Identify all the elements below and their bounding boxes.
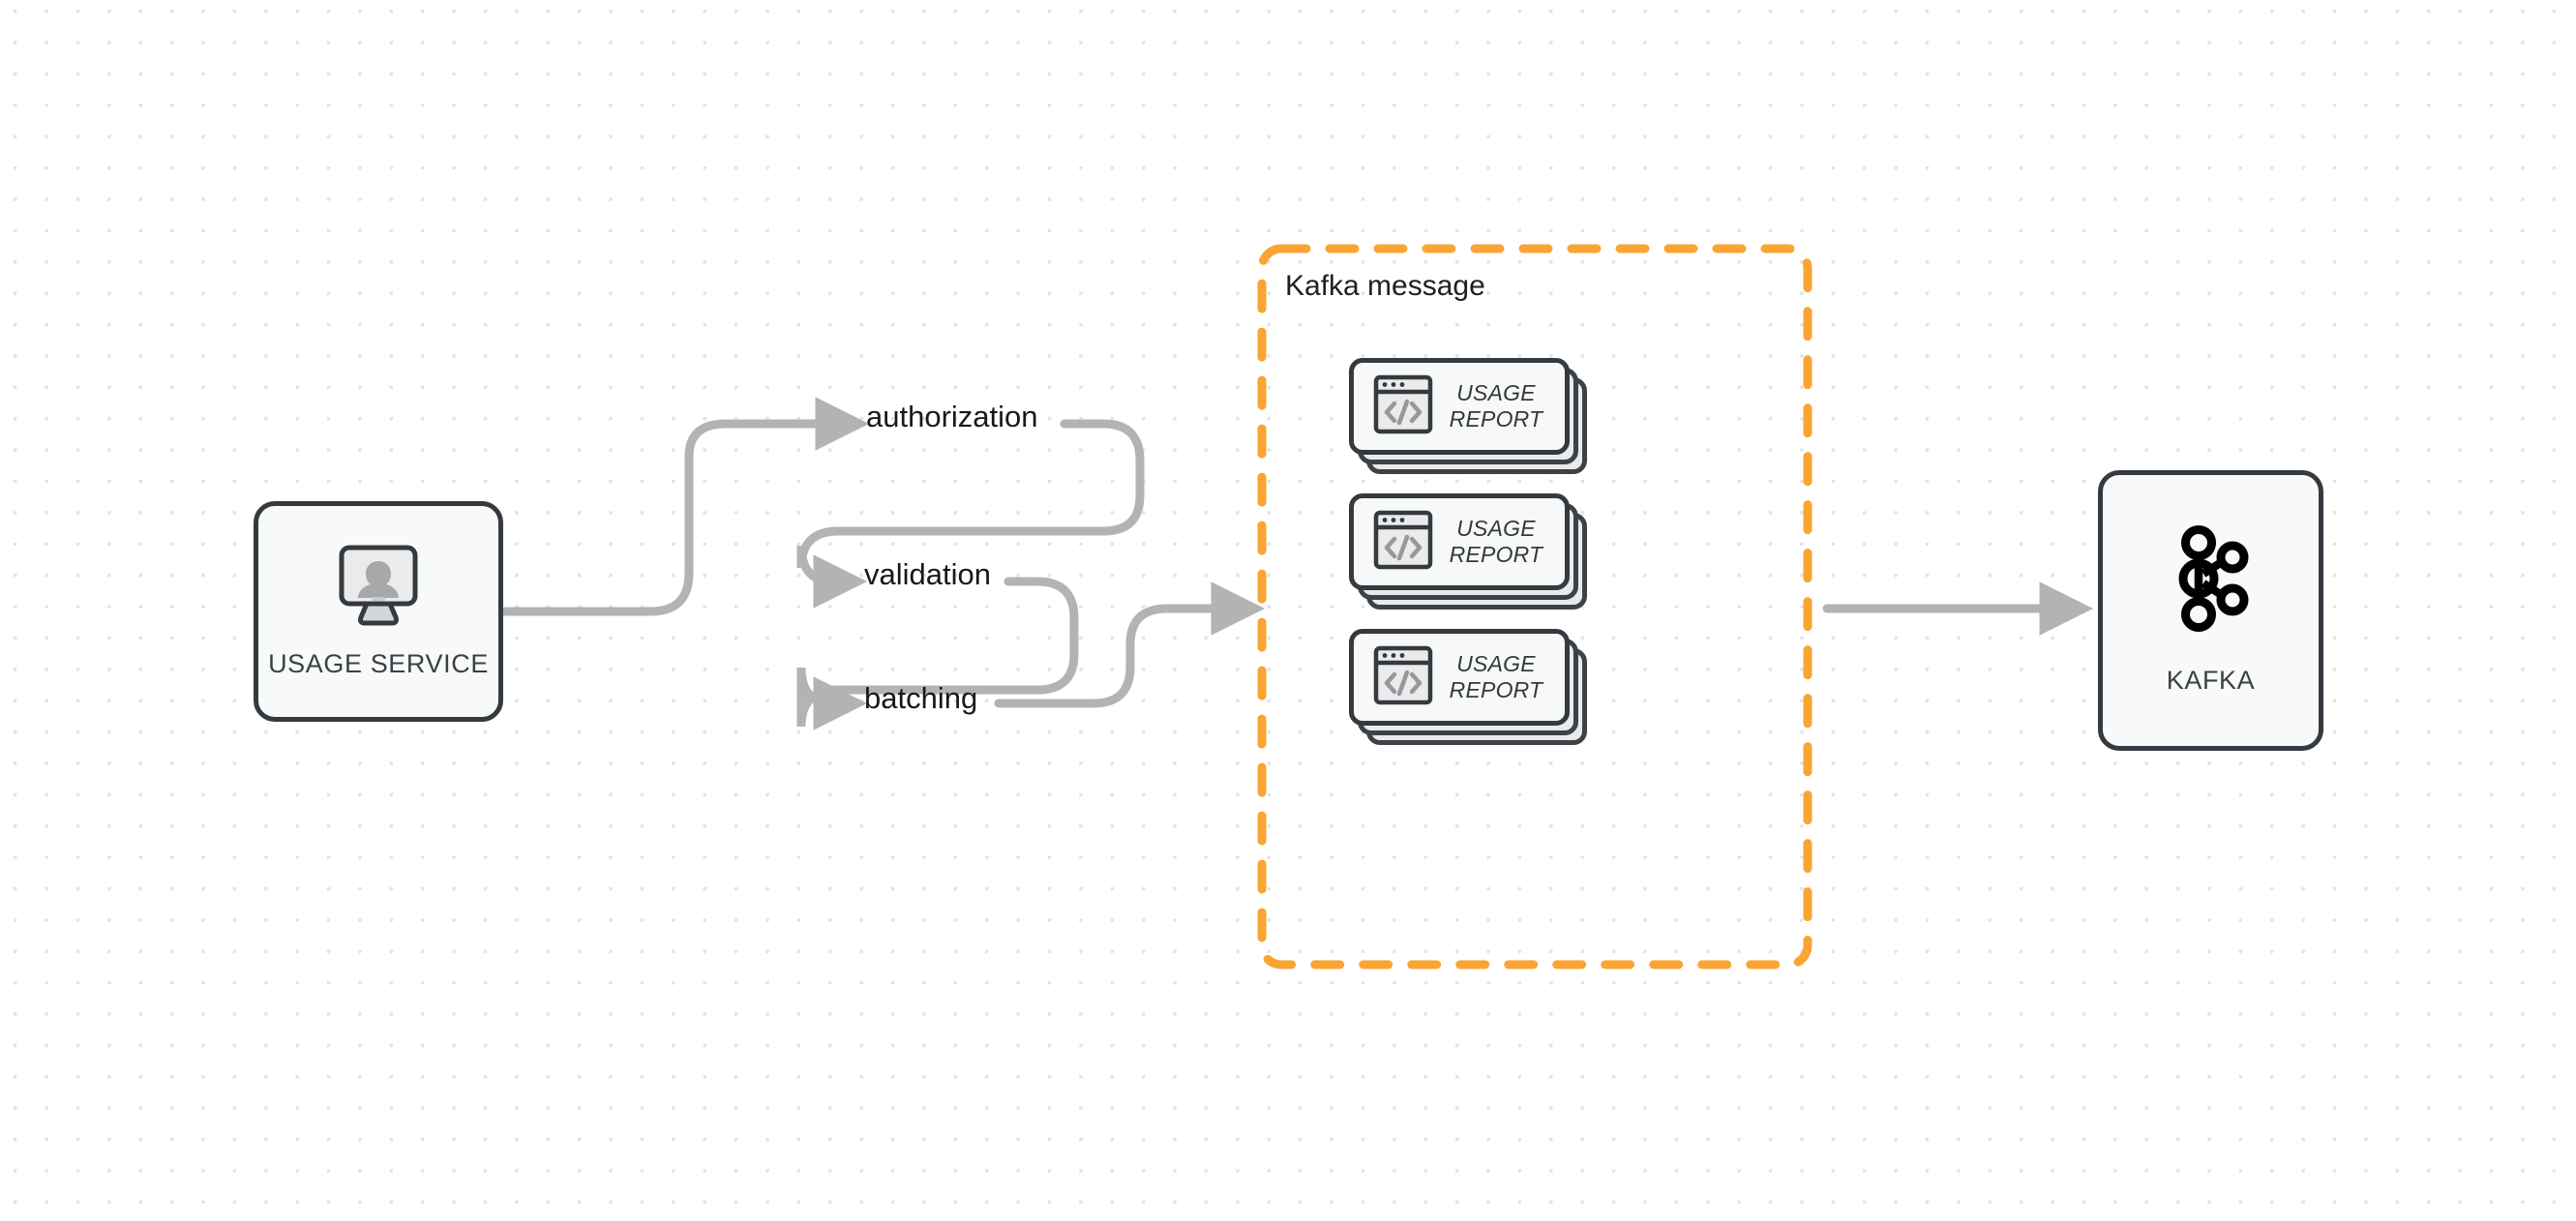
edge-usage-service-to-authorization	[500, 397, 870, 616]
usage-report-label: USAGE REPORT	[1449, 651, 1543, 702]
node-kafka-label: KAFKA	[2166, 666, 2256, 695]
usage-report-label: USAGE REPORT	[1449, 516, 1543, 567]
card-front[interactable]: USAGE REPORT	[1349, 358, 1570, 455]
edge-label-batching: batching	[864, 681, 978, 715]
card-front[interactable]: USAGE REPORT	[1349, 493, 1570, 590]
group-title: Kafka message	[1285, 270, 1485, 302]
edge-label-authorization: authorization	[866, 400, 1038, 433]
code-window-icon	[1373, 374, 1433, 439]
usage-report-card[interactable]: USAGE REPORT	[1349, 493, 1589, 610]
card-front[interactable]: USAGE REPORT	[1349, 629, 1570, 726]
usage-report-label: USAGE REPORT	[1449, 380, 1543, 432]
monitor-user-icon	[332, 544, 425, 632]
kafka-logo-icon	[2167, 525, 2256, 637]
group-kafka-message[interactable]: Kafka message US	[1257, 244, 1812, 969]
node-kafka[interactable]: KAFKA	[2098, 470, 2323, 751]
code-window-icon	[1373, 645, 1433, 710]
code-window-icon	[1373, 510, 1433, 575]
node-usage-service-label: USAGE SERVICE	[268, 649, 489, 678]
edge-batching-to-kafka-message	[994, 581, 1266, 708]
usage-report-card[interactable]: USAGE REPORT	[1349, 358, 1589, 474]
usage-report-card[interactable]: USAGE REPORT	[1349, 629, 1589, 745]
node-usage-service[interactable]: USAGE SERVICE	[254, 501, 503, 722]
edge-label-validation: validation	[864, 557, 991, 591]
